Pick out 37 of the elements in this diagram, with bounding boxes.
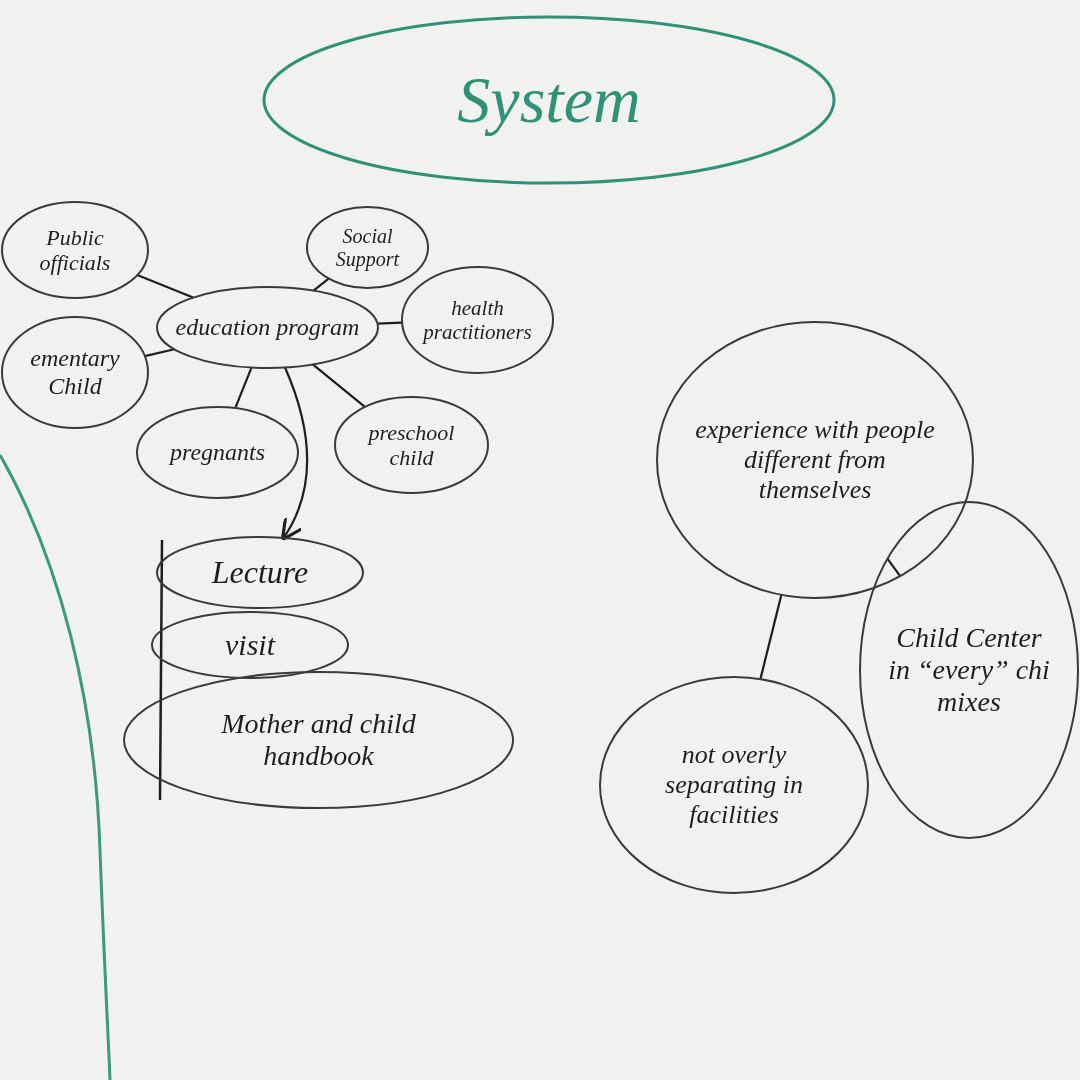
node-text: Public officials — [38, 224, 112, 276]
bubble-node — [305, 205, 430, 290]
bubble-node — [122, 670, 515, 810]
node-text: health practitioners — [421, 295, 533, 345]
bubble-node — [135, 405, 300, 500]
bubble-node — [858, 500, 1080, 840]
node-text: experience with people different from themselves — [695, 415, 935, 505]
connector-line — [144, 348, 175, 358]
bubble-node — [155, 285, 380, 370]
bubble-node — [0, 200, 150, 300]
node-text: System — [456, 62, 642, 138]
node-text: ementary Child — [29, 344, 121, 401]
connector-line — [312, 363, 366, 408]
bubble-node — [155, 535, 365, 610]
bubble-node — [598, 675, 870, 895]
bubble-node — [262, 15, 836, 185]
bubble-node — [150, 610, 350, 680]
node-text: not overly separating in facilities — [664, 740, 804, 830]
bubble-node — [400, 265, 555, 375]
node-text: education program — [174, 313, 361, 342]
connector-line — [234, 367, 253, 409]
connector-line — [759, 594, 783, 680]
node-text: Lecture — [210, 554, 310, 591]
bubble-node — [333, 395, 490, 495]
connector-line — [377, 321, 403, 325]
bubble-node — [0, 315, 150, 430]
bubble-node — [655, 320, 975, 600]
connector-line — [886, 558, 902, 577]
node-text: visit — [224, 627, 277, 663]
node-text: pregnants — [167, 438, 267, 467]
node-text: Child Center in “every” chi mixes — [887, 621, 1051, 719]
connector-line — [136, 274, 194, 299]
node-text: preschool child — [366, 419, 456, 471]
connector-line — [281, 367, 309, 542]
node-text: Social Support — [334, 224, 401, 271]
node-text: Mother and child handbook — [220, 707, 417, 773]
connector-line — [312, 277, 330, 292]
